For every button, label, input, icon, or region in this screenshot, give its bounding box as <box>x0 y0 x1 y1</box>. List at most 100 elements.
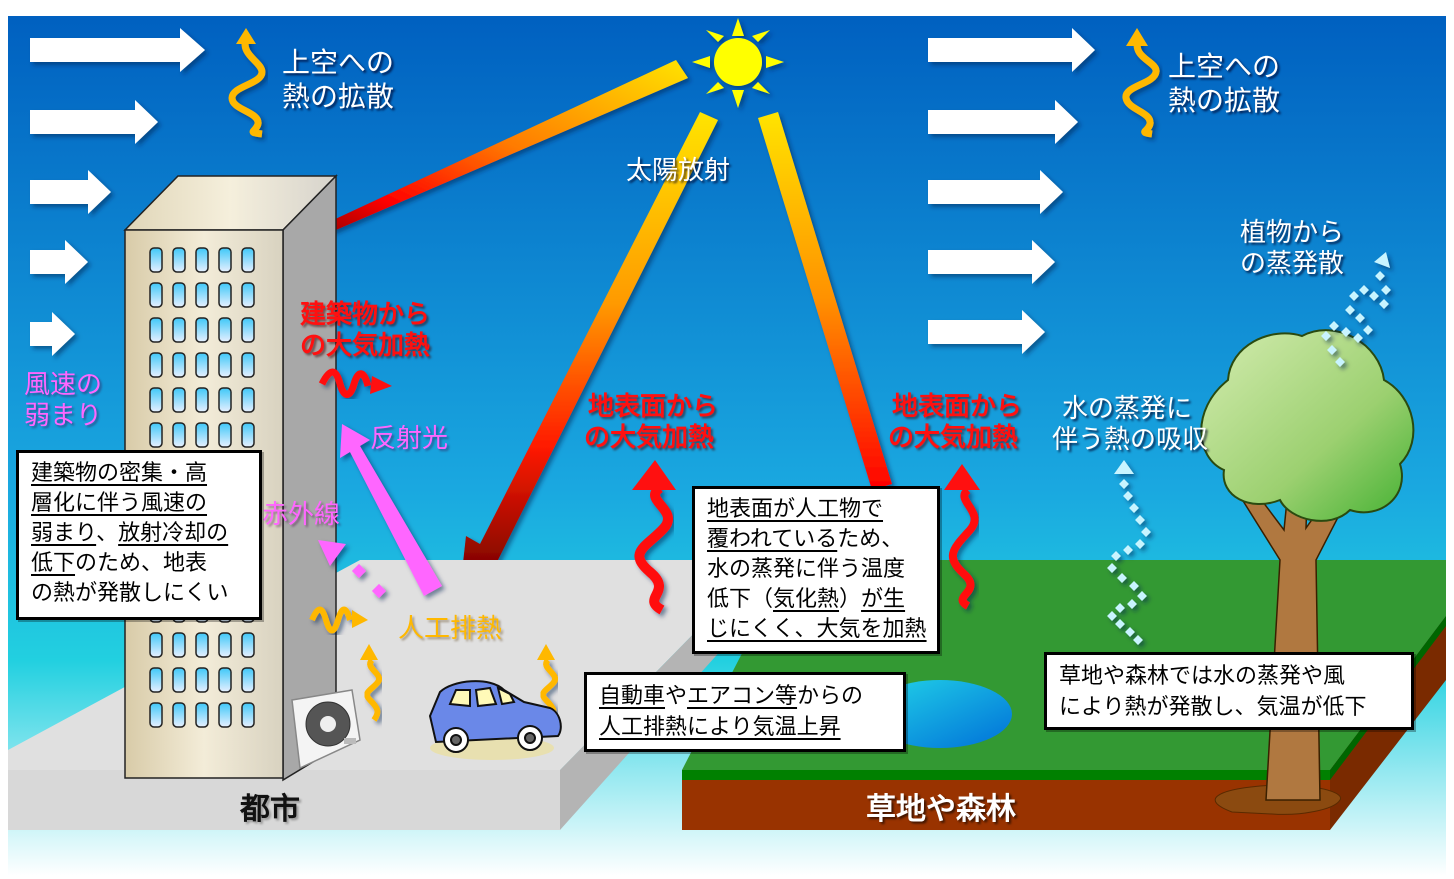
wind-arrow-icon <box>30 170 111 214</box>
heat-wave-icon <box>948 486 979 610</box>
building-window <box>195 422 209 448</box>
box-text-line: 低下のため、地表 <box>31 549 247 579</box>
vapor-dot <box>1355 313 1365 323</box>
underlined-text: が生 <box>861 587 906 612</box>
label-heat-diffusion-left: 上空への 熱の拡散 <box>282 46 394 113</box>
label-heat-diffusion-right: 上空への 熱の拡散 <box>1168 50 1280 117</box>
vapor-dot <box>1115 619 1125 629</box>
vapor-dot <box>1117 573 1127 583</box>
vapor-arrow-icon <box>1321 252 1391 367</box>
box-text-line: じにくく、大気を加熱 <box>707 615 927 645</box>
label-city-ground-heating: 地表面から の大気加熱 <box>584 392 718 454</box>
solar-ray-to-grass <box>758 112 892 490</box>
box-text-line: の熱が発散しにくい <box>31 579 247 609</box>
underlined-text: 層化に伴う風速の <box>31 491 208 516</box>
building-window <box>195 282 209 308</box>
heat-wave-icon <box>364 657 383 722</box>
vapor-dot <box>1107 611 1117 621</box>
box-text-line: 建築物の密集・高 <box>31 459 247 489</box>
box-text-line: 地表面が人工物で <box>707 495 925 525</box>
building-window <box>218 282 232 308</box>
heat-arrowhead <box>632 460 676 490</box>
sun-icon <box>692 18 784 108</box>
building-window <box>172 702 186 728</box>
ground-label-grass-forest: 草地や森林 <box>866 792 1016 827</box>
building-window <box>241 667 255 693</box>
underlined-text: 自動車 <box>599 684 666 709</box>
heat-arrowhead <box>537 644 555 660</box>
heat-arrowhead <box>236 28 256 44</box>
label-infrared: 赤外線 <box>262 500 341 530</box>
solar-ray-to-building <box>296 60 688 252</box>
text: 低下（ <box>707 587 774 612</box>
text: 、 <box>96 521 119 546</box>
heat-arrowhead <box>360 644 378 660</box>
vapor-dot <box>1381 285 1391 295</box>
building-window <box>218 632 232 658</box>
vapor-dot <box>1349 291 1359 301</box>
text: ） <box>839 587 862 612</box>
building-window <box>172 317 186 343</box>
building-window <box>241 702 255 728</box>
underlined-text: 覆われている <box>707 527 838 552</box>
vapor-dot <box>1369 291 1379 301</box>
building-window <box>218 387 232 413</box>
vapor-dot <box>1123 491 1133 501</box>
vapor-dot <box>1375 271 1385 281</box>
label-line: 熱の拡散 <box>1168 83 1281 117</box>
label-line: 風速の <box>24 370 103 400</box>
air-conditioner-icon <box>291 689 361 770</box>
building-window <box>195 667 209 693</box>
heat-wave-icon <box>318 368 372 398</box>
building-window <box>218 702 232 728</box>
heat-wave-icon <box>1122 38 1160 138</box>
building-window <box>241 317 255 343</box>
building-window <box>149 317 163 343</box>
label-line: 上空への <box>282 46 395 79</box>
label-line: 建築物から <box>300 300 431 330</box>
vapor-dot <box>1129 503 1139 513</box>
label-water-evaporation: 水の蒸発に 伴う熱の吸収 <box>1052 394 1208 456</box>
box-text-line: 人工排熱により気温上昇 <box>599 712 891 743</box>
vapor-dot <box>1353 333 1363 343</box>
underlined-text: 放射冷却の <box>118 521 229 546</box>
underlined-text: 低下 <box>31 551 76 576</box>
underlined-text: により気温上昇 <box>687 715 841 740</box>
label-line: 弱まり <box>24 401 103 432</box>
wind-arrow-icon <box>928 310 1045 354</box>
wind-arrow-icon <box>928 100 1078 144</box>
explanation-box-artificial-surface: 地表面が人工物で覆われているため、水の蒸発に伴う温度低下（気化熱）が生じにくく、… <box>692 486 940 654</box>
vapor-arrow-icon <box>1107 460 1151 645</box>
vapor-dot <box>1123 545 1133 555</box>
underlined-text: 建築物の密集・高 <box>31 461 208 486</box>
heat-arrowhead <box>1126 28 1148 46</box>
building-window <box>241 352 255 378</box>
reflected-light-arrow <box>340 424 442 596</box>
label-artificial-heat: 人工排熱 <box>398 614 503 644</box>
explanation-box-grass-forest-cooling: 草地や森林では水の蒸発や風により熱が発散し、気温が低下 <box>1044 652 1414 730</box>
building-window <box>149 352 163 378</box>
text: 水の蒸発に伴う温度 <box>707 557 906 582</box>
building-window <box>172 282 186 308</box>
underlined-text: 人工排熱 <box>599 715 688 740</box>
underlined-text: 弱まり <box>31 521 97 546</box>
text: の熱が発散しにくい <box>31 581 229 606</box>
heat-arrowhead <box>370 376 392 394</box>
wind-arrow-icon <box>928 240 1055 284</box>
text: や <box>665 684 688 709</box>
vapor-dot <box>1137 591 1147 601</box>
explanation-box-building-density: 建築物の密集・高層化に伴う風速の弱まり、放射冷却の低下のため、地表の熱が発散しに… <box>16 450 262 620</box>
box-text-line: 弱まり、放射冷却の <box>31 519 247 549</box>
wind-arrow-icon <box>30 312 75 356</box>
building-window <box>149 702 163 728</box>
solar-ray-to-city-ground <box>460 112 718 590</box>
heat-wave-icon <box>309 606 353 634</box>
wind-arrows-right <box>928 28 1095 354</box>
label-plant-evaporation: 植物から の蒸発散 <box>1240 218 1344 280</box>
heat-wave-icon <box>634 483 673 615</box>
underlined-text: 地表面が人工物で <box>707 497 884 522</box>
vapor-dot <box>1127 599 1137 609</box>
box-text-line: 層化に伴う風速の <box>31 489 247 519</box>
building-window <box>195 632 209 658</box>
